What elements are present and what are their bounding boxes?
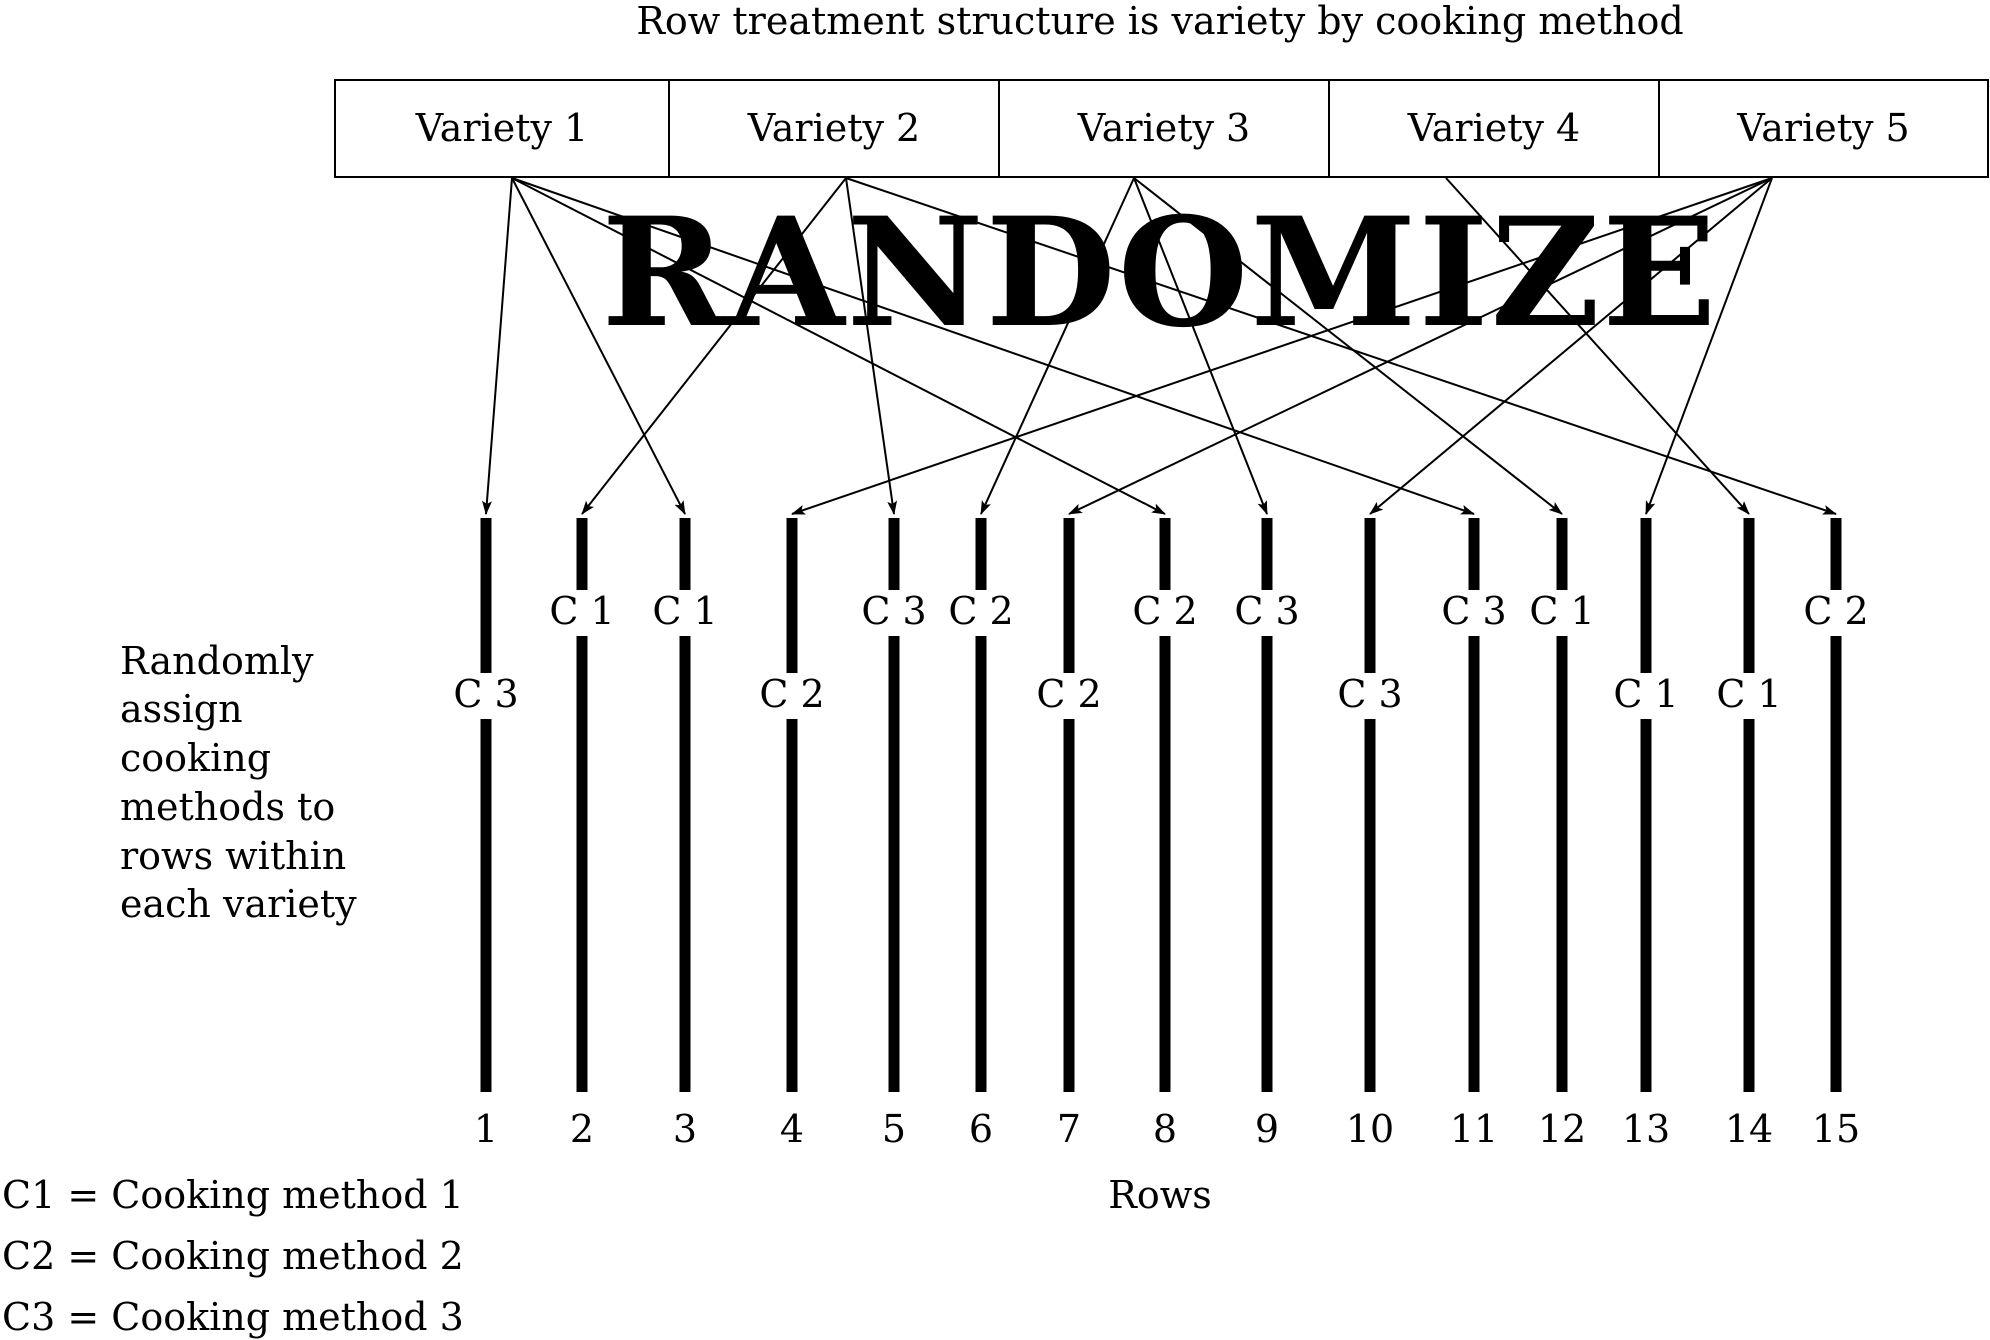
row-number: 15 — [1812, 1107, 1860, 1151]
assignment-arrow — [845, 177, 898, 515]
assignment-arrows — [482, 177, 1837, 515]
row-method-label: C 1 — [652, 589, 717, 633]
randomize-watermark: RANDOMIZE — [602, 185, 1719, 361]
row-method-label: C 3 — [1441, 589, 1506, 633]
variety-box-2 — [668, 79, 1000, 178]
variety-label-3: Variety 3 — [1077, 106, 1250, 150]
row-number: 4 — [780, 1107, 804, 1151]
row-method-label: C 2 — [1803, 589, 1868, 633]
side-note-line: methods to — [120, 785, 335, 829]
assignment-arrow — [581, 177, 847, 515]
assignment-arrow — [1133, 177, 1268, 515]
row-number: 7 — [1057, 1107, 1081, 1151]
diagram-title: Row treatment structure is variety by co… — [636, 0, 1683, 43]
assignment-arrow — [1445, 177, 1750, 515]
assignment-arrow — [980, 177, 1135, 515]
variety-label-1: Variety 1 — [415, 106, 588, 150]
row-method-label: C 2 — [1036, 672, 1101, 716]
row-method-label: C 3 — [1337, 672, 1402, 716]
method-label-bg — [1338, 673, 1402, 719]
method-label-bg — [550, 590, 614, 636]
legend-c1: C1 = Cooking method 1 — [2, 1173, 464, 1217]
side-note-line: assign — [120, 687, 243, 731]
row-method-label: C 1 — [549, 589, 614, 633]
legend-c2: C2 = Cooking method 2 — [2, 1234, 464, 1278]
row-number: 3 — [673, 1107, 697, 1151]
assignment-arrow — [482, 177, 513, 515]
method-label-bg — [1804, 590, 1868, 636]
row-number: 5 — [882, 1107, 906, 1151]
row-method-label: C 2 — [759, 672, 824, 716]
method-label-bg — [1442, 590, 1506, 636]
row-number: 2 — [570, 1107, 594, 1151]
assignment-arrow — [1133, 177, 1563, 515]
method-label-bg — [949, 590, 1013, 636]
variety-box-4 — [1328, 79, 1660, 178]
assignment-arrow — [1369, 177, 1773, 515]
row-number: 13 — [1622, 1107, 1670, 1151]
side-note-line: cooking — [120, 736, 271, 780]
side-note-line: rows within — [120, 834, 346, 878]
row-number: 8 — [1153, 1107, 1177, 1151]
row-number: 11 — [1450, 1107, 1498, 1151]
method-label-bg — [1717, 673, 1781, 719]
assignment-arrow — [1645, 177, 1773, 515]
row-number: 1 — [474, 1107, 498, 1151]
rows-axis-label: Rows — [1108, 1173, 1212, 1217]
side-note-line: Randomly — [120, 639, 314, 683]
variety-box-5 — [1658, 79, 1989, 178]
row-number: 10 — [1346, 1107, 1394, 1151]
row-method-label: C 1 — [1716, 672, 1781, 716]
method-label-bg — [862, 590, 926, 636]
side-note: Randomly assign cooking methods to rows … — [120, 639, 358, 926]
row-number: 12 — [1538, 1107, 1586, 1151]
variety-box-1 — [334, 79, 670, 178]
variety-label-5: Variety 5 — [1736, 106, 1909, 150]
method-label-bg — [653, 590, 717, 636]
row-method-label: C 3 — [1234, 589, 1299, 633]
row-number: 9 — [1255, 1107, 1279, 1151]
row-method-label: C 1 — [1613, 672, 1678, 716]
rows-group: C 3 1 C 1 2 C 1 3 C 2 4 C 3 5 C 2 6 C 2 7 C 2 8 C 3 9 C 3 1… — [453, 518, 1869, 1151]
row-number: 6 — [969, 1107, 993, 1151]
row-method-label: C 2 — [948, 589, 1013, 633]
method-label-bg — [1530, 590, 1594, 636]
row-method-label: C 3 — [861, 589, 926, 633]
variety-header: Variety 1 Variety 2 Variety 3 Variety 4 Vari… — [334, 79, 1989, 178]
method-label-bg — [1235, 590, 1299, 636]
variety-label-2: Variety 2 — [747, 106, 920, 150]
legend-c3: C3 = Cooking method 3 — [2, 1295, 464, 1339]
method-label-bg — [454, 673, 518, 719]
method-label-bg — [1133, 590, 1197, 636]
row-method-label: C 3 — [453, 672, 518, 716]
row-method-label: C 2 — [1132, 589, 1197, 633]
variety-box-3 — [998, 79, 1330, 178]
assignment-arrow — [511, 177, 1475, 515]
assignment-arrow — [511, 177, 1166, 515]
variety-label-4: Variety 4 — [1407, 106, 1580, 150]
assignment-arrow — [511, 177, 686, 515]
side-note-line: each variety — [120, 882, 357, 926]
row-number: 14 — [1725, 1107, 1773, 1151]
assignment-arrow — [1068, 177, 1773, 515]
row-method-label: C 1 — [1529, 589, 1594, 633]
method-label-bg — [760, 673, 824, 719]
method-label-bg — [1037, 673, 1101, 719]
assignment-arrow — [845, 177, 1837, 515]
assignment-arrow — [791, 177, 1773, 515]
method-label-bg — [1614, 673, 1678, 719]
